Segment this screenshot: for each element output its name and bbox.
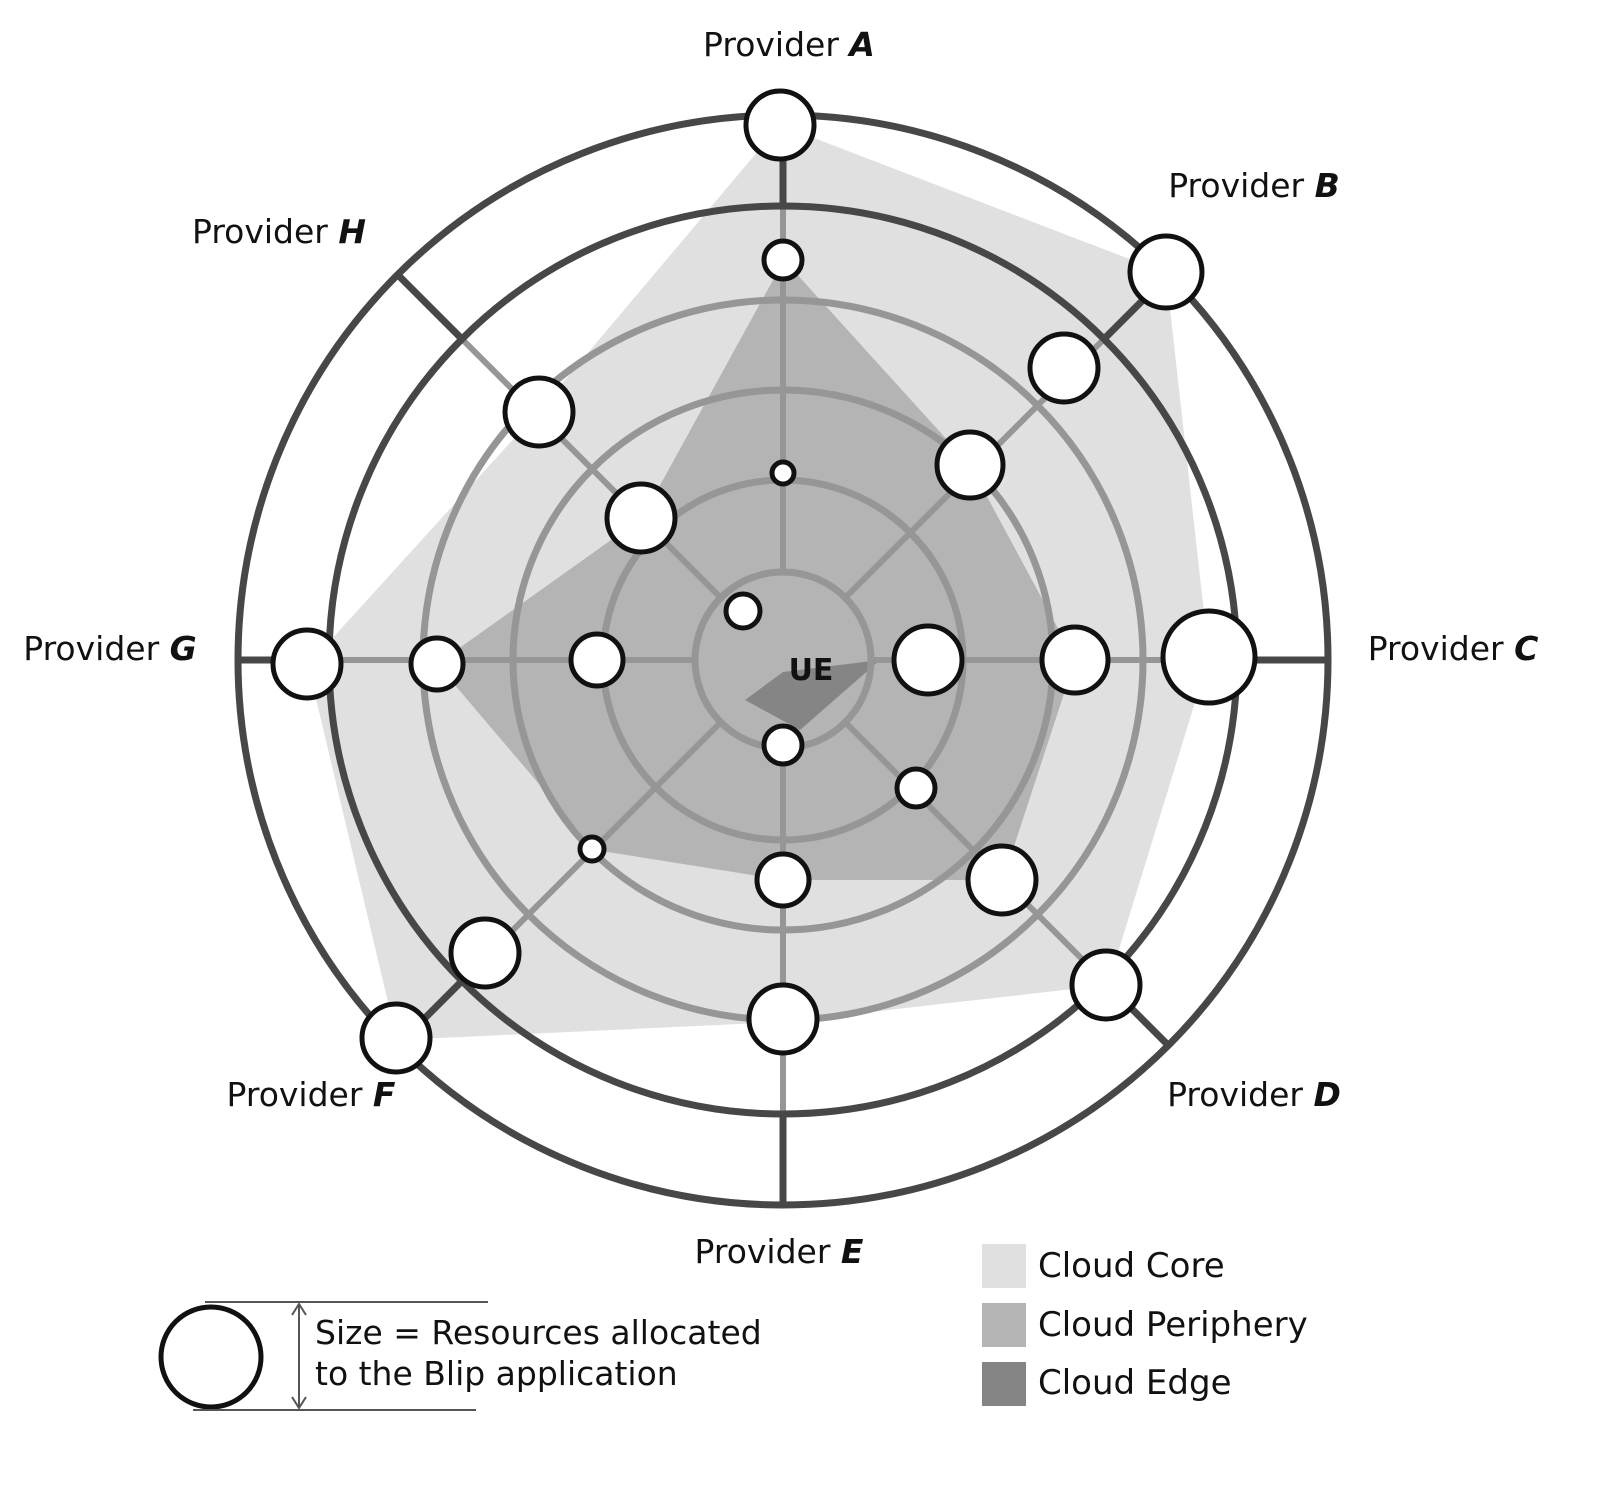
cloud-periphery-region (437, 260, 1075, 880)
resource-node-provider-g-2 (408, 635, 466, 693)
spoke-outer-provider-h (395, 272, 465, 342)
resource-nodes (270, 88, 1258, 1075)
resource-node-provider-b-1 (1127, 233, 1205, 311)
legend-swatch-cloud-core (982, 1244, 1026, 1288)
size-arrow-head-top (291, 1302, 307, 1316)
resource-node-provider-a-2 (761, 238, 805, 282)
legend-swatch-cloud-periphery (982, 1303, 1026, 1347)
resource-node-provider-a-1 (743, 88, 817, 162)
resource-node-provider-c-1 (1160, 608, 1258, 706)
resource-node-provider-g-1 (270, 627, 344, 701)
resource-node-provider-e-2 (754, 851, 812, 909)
legend-label-cloud-core: Cloud Core (1038, 1246, 1225, 1286)
provider-a-label: Provider A (703, 25, 875, 64)
size-arrow-head-bottom (291, 1396, 307, 1410)
resource-node-provider-h-2 (604, 481, 678, 555)
resource-node-provider-h-3 (723, 591, 763, 631)
legend-swatch-cloud-edge (982, 1362, 1026, 1406)
provider-h-label: Provider H (192, 212, 366, 251)
resource-node-provider-c-2 (1039, 624, 1111, 696)
provider-d-label: Provider D (1167, 1075, 1341, 1114)
provider-f-label: Provider F (227, 1075, 396, 1114)
provider-g-label: Provider G (23, 629, 196, 668)
resource-node-provider-f-1 (359, 1001, 433, 1075)
resource-node-provider-f-2 (448, 916, 522, 990)
resource-node-provider-e-1 (746, 982, 820, 1056)
resource-node-provider-b-3 (934, 429, 1006, 501)
resource-node-provider-c-3 (891, 623, 965, 697)
resource-node-provider-d-1 (1069, 948, 1143, 1022)
resource-node-provider-d-3 (894, 766, 938, 810)
resource-node-provider-a-3 (769, 459, 797, 487)
resource-node-provider-f-3 (577, 834, 607, 864)
legend-label-cloud-periphery: Cloud Periphery (1038, 1305, 1308, 1345)
size-note-line-1: Size = Resources allocated (315, 1313, 762, 1352)
spoke-inner-provider-d (843, 720, 1107, 984)
provider-b-label: Provider B (1168, 166, 1340, 205)
legend-label-cloud-edge: Cloud Edge (1038, 1363, 1232, 1403)
spoke-inner-provider-h (459, 336, 723, 600)
provider-e-label: Provider E (695, 1232, 864, 1271)
ue-label: UE (789, 653, 834, 688)
cloud-edge-region (745, 660, 880, 730)
resource-node-provider-d-2 (965, 843, 1039, 917)
resource-node-provider-b-2 (1027, 331, 1101, 405)
resource-node-provider-h-1 (502, 375, 576, 449)
size-legend-circle (158, 1304, 264, 1410)
provider-c-label: Provider C (1368, 629, 1539, 668)
resource-node-provider-g-3 (568, 631, 626, 689)
resource-node-provider-e-3 (761, 723, 805, 767)
size-note-line-2: to the Blip application (315, 1354, 678, 1393)
